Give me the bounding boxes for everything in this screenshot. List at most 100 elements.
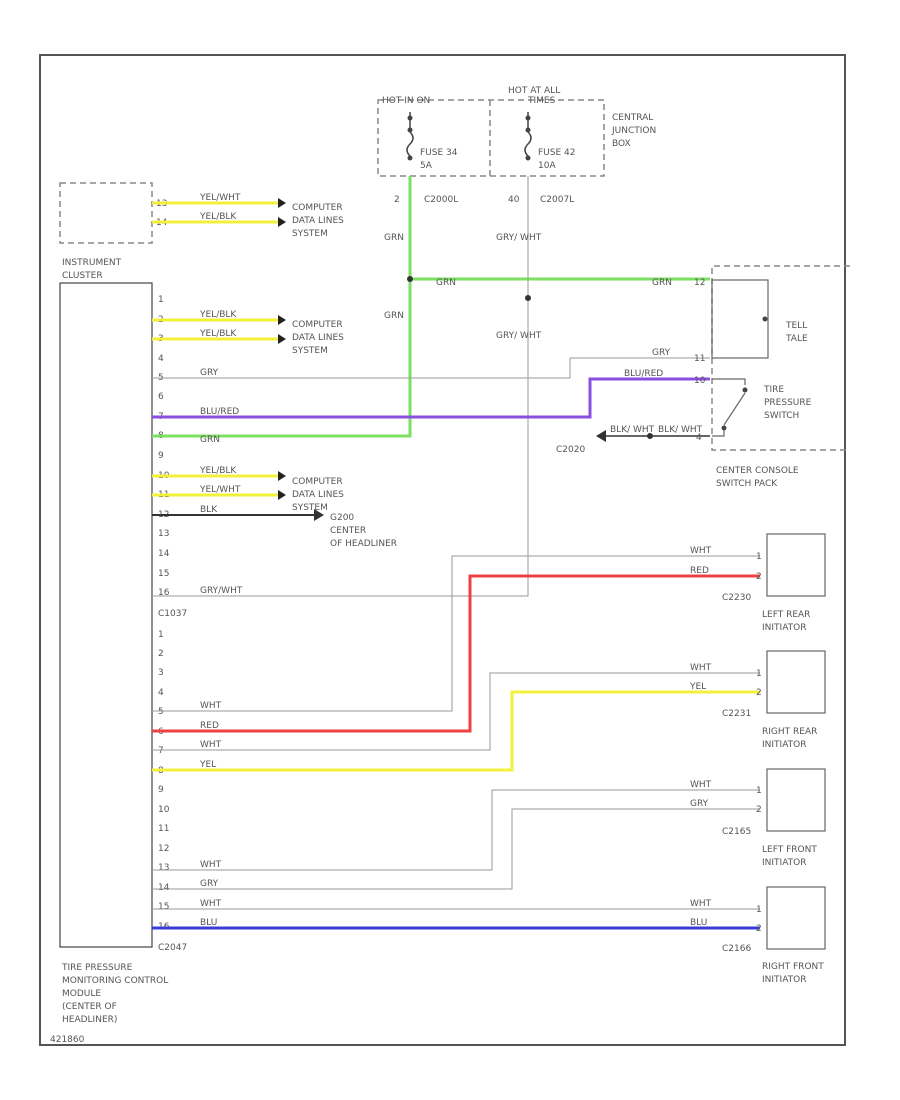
wire-label-yel-blk-2: YEL/BLK — [199, 310, 237, 320]
tpm-pin-q12: 12 — [158, 844, 169, 854]
grn-wire: GRN GRN GRN GRN GRN — [152, 176, 710, 445]
wire-label-yel-blk-4: YEL/BLK — [199, 466, 237, 476]
tpm-pin-q13: 13 — [158, 863, 169, 873]
blk-wht-switch-ground: BLK/ WHT BLK/ WHT C2020 — [556, 425, 710, 455]
tpm-pin-q14: 14 — [158, 883, 170, 893]
arrow-icon — [278, 198, 286, 208]
footer-code: 421860 — [50, 1035, 85, 1045]
wire-label-gry-wht-3: GRY/WHT — [200, 586, 243, 596]
right-rear-initiator: WHT YEL WHT YEL 1 2 C2231 RIGHT REAR INI… — [152, 650, 826, 772]
lr-c: C2230 — [722, 593, 751, 603]
g-1: G200 — [330, 513, 354, 523]
rf-pin-2: 2 — [756, 924, 762, 934]
ccsp-1: CENTER CONSOLE — [716, 466, 799, 476]
c2047-label: C2047 — [158, 943, 187, 953]
wire-label-wht-2: WHT — [690, 546, 712, 556]
tire-pressure-monitoring-module — [59, 282, 153, 948]
wire-label-gry-wht-2: GRY/ WHT — [496, 331, 542, 341]
switch-pin-11: 11 — [694, 354, 705, 364]
ground-wire: BLK G200 CENTER OF HEADLINER — [152, 505, 397, 549]
fuse-b-label-2: 10A — [538, 161, 556, 171]
fuse-42: FUSE 42 10A — [524, 112, 575, 171]
c-b-label: C2007L — [540, 195, 574, 205]
wire-label-blu-2: BLU — [690, 918, 707, 928]
wire-label-wht-1: WHT — [200, 701, 222, 711]
tps-1: TIRE — [763, 385, 784, 395]
hot-in-run-label: HOT IN ON — [382, 96, 430, 106]
arrow-icon — [278, 490, 286, 500]
wire-label-grn-5: GRN — [200, 435, 220, 445]
tpm-pin-16: 16 — [158, 588, 170, 598]
wire-label-wht-7: WHT — [200, 899, 222, 909]
wire-label-blu-red-2: BLU/RED — [624, 369, 663, 379]
central-junction-box — [377, 99, 605, 177]
wire-label-blk: BLK — [200, 505, 218, 515]
g-2: CENTER — [330, 526, 366, 536]
lr-pin-1: 1 — [756, 552, 762, 562]
wire-label-grn-2: GRN — [384, 311, 404, 321]
tpm-pin-1: 1 — [158, 295, 164, 305]
tpm-pin-9: 9 — [158, 451, 164, 461]
cdl-3b: DATA LINES — [292, 490, 344, 500]
wire-label-yel-wht-1: YEL/WHT — [199, 193, 241, 203]
cdl-2a: COMPUTER — [292, 320, 343, 330]
ground-icon — [596, 430, 606, 442]
wire-label-red-1: RED — [200, 721, 219, 731]
ic-label-1: INSTRUMENT — [62, 258, 122, 268]
rr-c: C2231 — [722, 709, 751, 719]
arrow-icon — [278, 334, 286, 344]
wire-label-blu-red-1: BLU/RED — [200, 407, 239, 417]
wire-label-wht-3: WHT — [200, 740, 222, 750]
lr-1: LEFT REAR — [762, 610, 810, 620]
wire-label-blu-1: BLU — [200, 918, 217, 928]
left-rear-initiator: WHT RED WHT RED 1 2 C2230 LEFT REAR INIT… — [152, 533, 826, 733]
lf-c: C2165 — [722, 827, 751, 837]
wire-label-gry-2: GRY — [652, 348, 671, 358]
switch-pin-4: 4 — [696, 433, 702, 443]
wire-label-red-2: RED — [690, 566, 709, 576]
center-console-switch-pack: TELL TALE 12 11 10 4 TIRE PRESSURE SWITC… — [694, 265, 850, 489]
fuse-b-label-1: FUSE 42 — [538, 148, 575, 158]
lf-1: LEFT FRONT — [762, 845, 817, 855]
rr-pin-1: 1 — [756, 669, 762, 679]
tpm-pin-13: 13 — [158, 529, 169, 539]
fuse-a-label-1: FUSE 34 — [420, 148, 458, 158]
tps-2: PRESSURE — [764, 398, 812, 408]
c1037-label: C1037 — [158, 609, 187, 619]
cdl-1c: SYSTEM — [292, 229, 328, 239]
wire-label-wht-6: WHT — [690, 780, 712, 790]
tpm-pin-q15: 15 — [158, 902, 169, 912]
tpm-label-4: (CENTER OF — [62, 1002, 117, 1012]
wire-label-gry-wht-1: GRY/ WHT — [496, 233, 542, 243]
cjb-label-1: CENTRAL — [612, 113, 653, 123]
hot-at-all-label: HOT AT ALL — [508, 86, 560, 96]
pin-2-label: 2 — [394, 195, 400, 205]
cdl-3c: SYSTEM — [292, 503, 328, 513]
data-lines-module-lower: YEL/BLK YEL/WHT COMPUTER DATA LINES SYST… — [152, 466, 344, 513]
pin-40-label: 40 — [508, 195, 520, 205]
ccsp-2: SWITCH PACK — [716, 479, 778, 489]
tpm-pin-q1: 1 — [158, 630, 164, 640]
ground-icon — [314, 509, 324, 521]
cdl-1a: COMPUTER — [292, 203, 343, 213]
wire-label-wht-8: WHT — [690, 899, 712, 909]
tell-tale-2: TALE — [785, 334, 808, 344]
times-label: TIMES — [527, 96, 556, 106]
wire-label-yel-1: YEL — [199, 760, 216, 770]
tpm-pin-q9: 9 — [158, 785, 164, 795]
switch-pin-12: 12 — [694, 278, 705, 288]
rf-2: INITIATOR — [762, 975, 807, 985]
rr-2: INITIATOR — [762, 740, 807, 750]
diagram-frame — [39, 54, 846, 1046]
data-lines-module-upper: YEL/BLK YEL/BLK COMPUTER DATA LINES SYST… — [152, 310, 344, 356]
tpm-label-2: MONITORING CONTROL — [62, 976, 168, 986]
wire-label-blk-wht-1: BLK/ WHT — [610, 425, 655, 435]
tpm-pin-q2: 2 — [158, 649, 164, 659]
right-front-initiator: WHT BLU WHT BLU 1 2 C2166 RIGHT FRONT IN… — [152, 886, 826, 985]
c2020-label: C2020 — [556, 445, 585, 455]
lr-pin-2: 2 — [756, 572, 762, 582]
lf-2: INITIATOR — [762, 858, 807, 868]
tpm-pin-q4: 4 — [158, 688, 164, 698]
wire-label-grn-4: GRN — [652, 278, 672, 288]
